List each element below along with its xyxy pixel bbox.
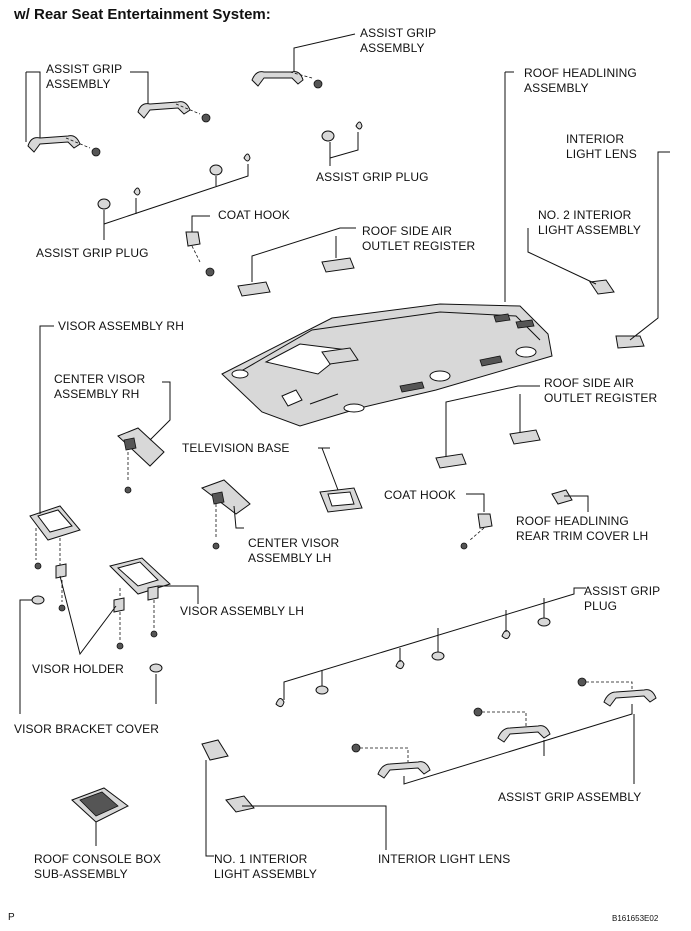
label-center-visor-assembly-lh: CENTER VISOR ASSEMBLY LH xyxy=(248,536,340,565)
corner-marker: P xyxy=(8,912,15,923)
air-outlet-register-right xyxy=(435,385,541,469)
label-assist-grip-assembly-bottom: ASSIST GRIP ASSEMBLY xyxy=(498,790,642,804)
label-television-base: TELEVISION BASE xyxy=(182,441,290,455)
label-roof-side-air-outlet-register-top: ROOF SIDE AIR OUTLET REGISTER xyxy=(362,224,476,253)
assist-grips-lower xyxy=(351,677,657,785)
assist-grip-top-right xyxy=(251,33,356,89)
label-no1-interior-light-assembly: NO. 1 INTERIOR LIGHT ASSEMBLY xyxy=(214,852,317,881)
visor-holder-leader xyxy=(59,575,117,656)
roof-headlining xyxy=(221,303,553,427)
label-roof-headlining-rear-trim-cover-lh: ROOF HEADLINING REAR TRIM COVER LH xyxy=(516,514,649,543)
label-assist-grip-plug-upper: ASSIST GRIP PLUG xyxy=(316,170,429,184)
label-interior-light-lens-bottom: INTERIOR LIGHT LENS xyxy=(378,852,511,866)
label-assist-grip-plug-left: ASSIST GRIP PLUG xyxy=(36,246,149,260)
label-assist-grip-plug-right: ASSIST GRIP PLUG xyxy=(584,584,661,613)
label-roof-side-air-outlet-register-right: ROOF SIDE AIR OUTLET REGISTER xyxy=(544,376,658,405)
figure-code: B161653E02 xyxy=(612,914,659,923)
label-assist-grip-assembly-top-left: ASSIST GRIP ASSEMBLY xyxy=(46,62,123,91)
no2-interior-light xyxy=(527,228,615,295)
page-title: w/ Rear Seat Entertainment System: xyxy=(14,6,271,23)
label-roof-headlining-assembly: ROOF HEADLINING ASSEMBLY xyxy=(524,66,637,95)
center-visor-rh xyxy=(117,381,171,494)
label-interior-light-lens-top: INTERIOR LIGHT LENS xyxy=(566,132,637,161)
coat-hook-right xyxy=(460,493,493,550)
label-visor-assembly-lh: VISOR ASSEMBLY LH xyxy=(180,604,304,618)
visor-assembly-rh xyxy=(29,325,81,612)
label-coat-hook-right: COAT HOOK xyxy=(384,488,456,502)
center-visor-lh xyxy=(200,479,251,550)
label-roof-console-box-sub-assembly: ROOF CONSOLE BOX SUB-ASSEMBLY xyxy=(34,852,161,881)
assist-grip-plugs-right xyxy=(275,587,586,708)
rear-trim-cover-lh xyxy=(551,489,589,512)
assist-grip-top-left xyxy=(25,71,211,157)
television-base xyxy=(318,447,363,513)
label-assist-grip-assembly-top-right: ASSIST GRIP ASSEMBLY xyxy=(360,26,437,55)
label-no2-interior-light-assembly: NO. 2 INTERIOR LIGHT ASSEMBLY xyxy=(538,208,641,237)
roof-console-box xyxy=(71,787,129,846)
air-outlet-register-top xyxy=(237,227,356,297)
interior-light-lens-top xyxy=(615,151,670,349)
label-coat-hook-left: COAT HOOK xyxy=(218,208,290,222)
visor-assembly-lh xyxy=(109,557,199,650)
label-center-visor-assembly-rh: CENTER VISOR ASSEMBLY RH xyxy=(54,372,146,401)
no1-interior-light xyxy=(201,739,229,857)
interior-light-lens-bottom xyxy=(225,795,387,850)
visor-bracket-covers xyxy=(19,595,163,714)
label-visor-assembly-rh: VISOR ASSEMBLY RH xyxy=(58,319,184,333)
label-visor-holder: VISOR HOLDER xyxy=(32,662,124,676)
label-visor-bracket-cover: VISOR BRACKET COVER xyxy=(14,722,160,736)
coat-hook-left xyxy=(185,215,215,277)
assist-grip-plugs-upper xyxy=(321,121,363,166)
assist-grip-plugs-left xyxy=(97,153,251,240)
